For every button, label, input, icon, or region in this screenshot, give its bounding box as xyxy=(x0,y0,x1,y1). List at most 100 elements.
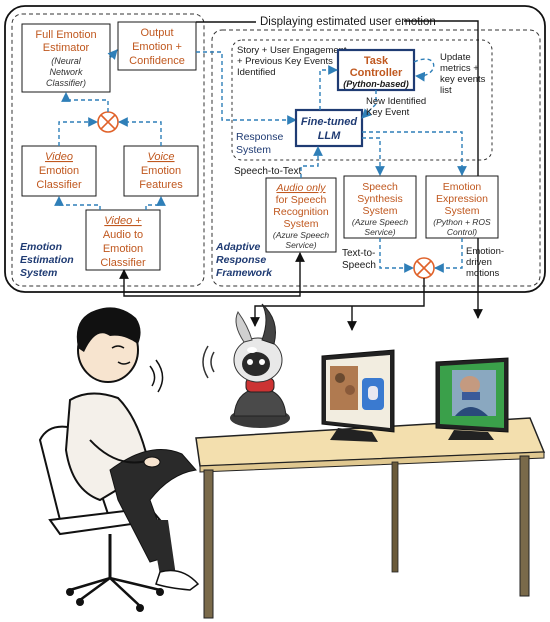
speech-synthesis-line3: System xyxy=(362,205,397,217)
video-classifier-box xyxy=(21,145,97,197)
response-system-label2: System xyxy=(236,144,271,156)
update-note4: list xyxy=(440,85,452,96)
arrow-controller-llm xyxy=(361,90,377,119)
arrow-to-robot xyxy=(250,278,425,327)
emotion-estimation-label1: Emotion xyxy=(20,241,62,253)
robot-icon xyxy=(202,303,290,428)
arrow-input-video xyxy=(54,196,101,210)
table xyxy=(195,417,546,619)
emotion-expression-line3: System xyxy=(444,205,479,217)
speech-recognition-line2: for Speech xyxy=(276,194,327,206)
outer-frame xyxy=(4,5,546,293)
emotion-expression-sub2: Control) xyxy=(447,227,477,237)
speech-recognition-line1: Audio only xyxy=(275,182,326,194)
emotion-motions3: motions xyxy=(466,268,500,279)
speech-recognition-sub2: Service) xyxy=(285,240,316,250)
output-line1: Output xyxy=(140,27,173,39)
video-classifier-line2: Emotion xyxy=(39,165,79,177)
llm-line2: LLM xyxy=(318,130,341,142)
input-line2: Audio to xyxy=(103,229,143,241)
speech-recognition-sub1: (Azure Speech xyxy=(273,230,329,240)
speech-synthesis-sub1: (Azure Speech xyxy=(352,217,408,227)
arrow-input-voice xyxy=(145,196,166,210)
full-estimator-sub2: Network xyxy=(49,67,83,77)
speech-synthesis-line1: Speech xyxy=(362,181,398,193)
arrow-video-combiner xyxy=(58,117,98,146)
emotion-expression-line1: Emotion xyxy=(443,181,482,193)
arrow-output-llm xyxy=(196,51,297,125)
arrow-estimator-output xyxy=(107,49,118,60)
task-controller-line2: Controller xyxy=(350,67,403,79)
full-estimator-title2: Estimator xyxy=(43,42,90,54)
emotion-estimation-frame xyxy=(11,13,205,287)
speech-synthesis-line2: Synthesis xyxy=(357,193,403,205)
emotion-expression-line2: Expression xyxy=(436,193,488,205)
arrow-llm-controller xyxy=(319,65,338,110)
arrow-recognition-llm xyxy=(300,146,323,178)
full-estimator-title1: Full Emotion xyxy=(35,29,96,41)
text-to-speech1: Text-to- xyxy=(342,248,375,259)
task-controller-box xyxy=(336,48,416,92)
emotion-expression-sub1: (Python + ROS xyxy=(433,217,491,227)
emotion-estimation-label3: System xyxy=(20,267,57,279)
arrow-synthesis-combiner xyxy=(379,238,414,273)
top-label: Displaying estimated user emotion xyxy=(260,16,436,28)
emotion-motions2: driven xyxy=(466,257,492,268)
arrow-expression-combiner xyxy=(434,238,463,273)
voice-features-line1: Voice xyxy=(147,151,174,163)
video-monitor-icon xyxy=(435,357,509,440)
speech-recognition-box xyxy=(265,177,337,253)
speech-to-text: Speech-to-Text xyxy=(234,166,301,177)
arrow-voice-combiner xyxy=(118,117,162,146)
combiner-output xyxy=(413,257,435,279)
adaptive-label1: Adaptive xyxy=(215,241,261,253)
llm-box xyxy=(294,108,364,148)
speech-synthesis-box xyxy=(343,175,417,239)
task-controller-line3: (Python-based) xyxy=(343,79,409,89)
input-line1: Video + xyxy=(104,215,142,227)
arrow-llm-synthesis xyxy=(362,137,385,176)
story-note3: Identified xyxy=(237,67,276,78)
input-line4: Classifier xyxy=(100,257,146,269)
speech-recognition-line3: Recognition xyxy=(273,206,329,218)
input-box xyxy=(85,209,161,271)
update-note1: Update xyxy=(440,52,471,63)
arrow-llm-expression xyxy=(362,131,467,176)
new-event2: Key Event xyxy=(366,107,410,118)
speech-recognition-line4: System xyxy=(283,218,318,230)
story-monitor-icon xyxy=(321,349,395,442)
full-estimator-sub1: (Neural xyxy=(51,56,82,66)
user-figure-icon xyxy=(38,307,200,612)
input-line3: Emotion xyxy=(103,243,143,255)
emotion-motions1: Emotion- xyxy=(466,246,504,257)
story-note1: Story + User Engagement xyxy=(237,45,347,56)
output-line2: Emotion + xyxy=(132,41,182,53)
video-classifier-line3: Classifier xyxy=(36,179,82,191)
voice-features-line3: Features xyxy=(139,179,183,191)
output-line3: Confidence xyxy=(129,55,185,67)
emotion-estimation-label2: Estimation xyxy=(20,254,74,266)
update-note2: metrics + xyxy=(440,63,479,74)
text-to-speech2: Speech xyxy=(342,260,376,271)
llm-line1: Fine-tuned xyxy=(301,116,357,128)
adaptive-framework-frame xyxy=(211,29,541,287)
combiner-emotion xyxy=(97,111,119,133)
new-event1: New Identified xyxy=(366,96,426,107)
voice-features-box xyxy=(123,145,199,197)
task-controller-line1: Task xyxy=(364,55,389,67)
speech-synthesis-sub2: Service) xyxy=(364,227,395,237)
response-system-frame xyxy=(231,39,493,161)
voice-features-line2: Emotion xyxy=(141,165,181,177)
adaptive-label3: Framework xyxy=(216,267,273,279)
full-estimator-box xyxy=(21,23,111,93)
arrow-user-to-recognition xyxy=(123,252,305,297)
arrow-combiner-estimator xyxy=(61,92,109,112)
output-box xyxy=(117,21,197,71)
story-note2: + Previous Key Events xyxy=(237,56,333,67)
adaptive-label2: Response xyxy=(216,254,266,266)
response-system-label1: Response xyxy=(236,131,283,143)
arrow-update-loop xyxy=(413,58,435,82)
video-classifier-line1: Video xyxy=(45,151,73,163)
full-estimator-sub3: Classifier) xyxy=(46,78,86,88)
